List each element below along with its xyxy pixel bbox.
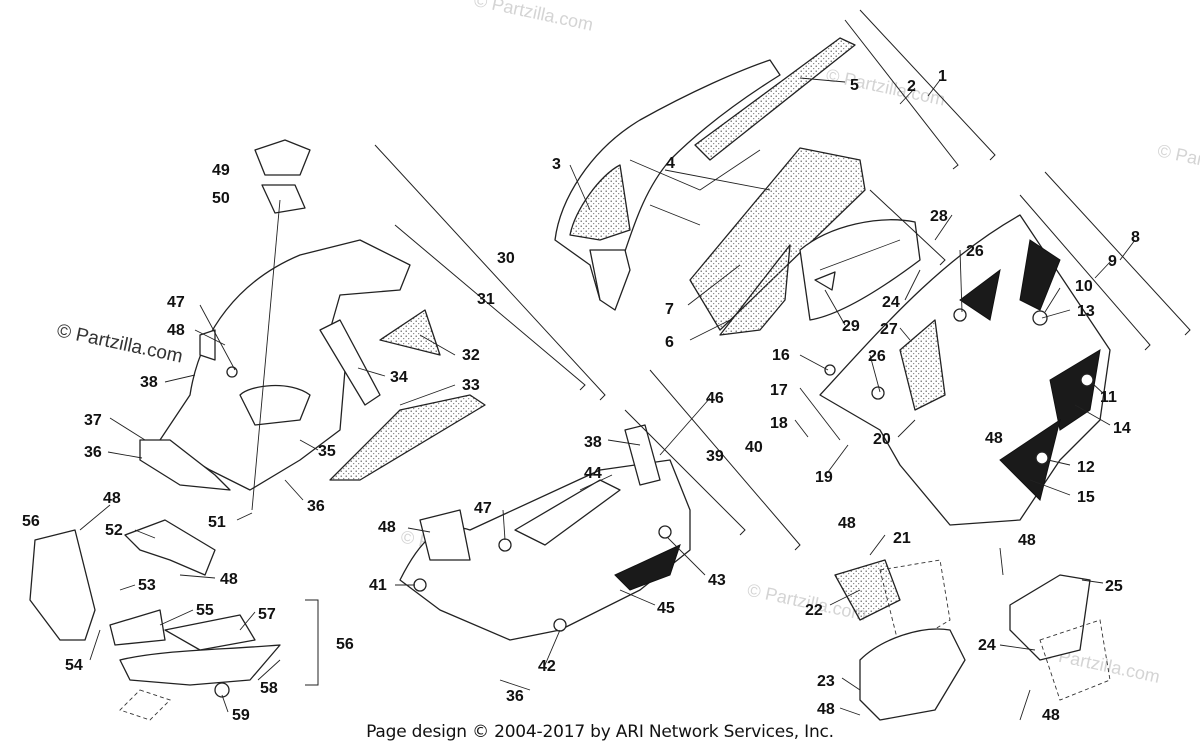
callout-10: 10 bbox=[1075, 278, 1093, 295]
callout-49: 49 bbox=[212, 162, 230, 179]
callout-30: 30 bbox=[497, 250, 515, 267]
callout-2: 2 bbox=[907, 78, 916, 95]
callout-27: 27 bbox=[880, 321, 898, 338]
callout-19: 19 bbox=[815, 469, 833, 486]
callout-37: 37 bbox=[84, 412, 102, 429]
callout-48: 48 bbox=[167, 322, 185, 339]
callout-20: 20 bbox=[873, 431, 891, 448]
callout-11: 11 bbox=[1100, 389, 1117, 406]
callout-24: 24 bbox=[882, 294, 900, 311]
callout-47: 47 bbox=[474, 500, 492, 517]
callout-48: 48 bbox=[103, 490, 121, 507]
callout-9: 9 bbox=[1108, 253, 1117, 270]
hood-assembly bbox=[554, 37, 866, 336]
callout-36: 36 bbox=[84, 444, 102, 461]
lower-left-assembly bbox=[29, 519, 281, 721]
callout-21: 21 bbox=[893, 530, 911, 547]
callout-50: 50 bbox=[212, 190, 230, 207]
callout-22: 22 bbox=[805, 602, 823, 619]
callout-6: 6 bbox=[665, 334, 674, 351]
group-brackets bbox=[305, 9, 1191, 686]
callout-31: 31 bbox=[477, 291, 495, 308]
callout-54: 54 bbox=[65, 657, 83, 674]
callout-47: 47 bbox=[167, 294, 185, 311]
callout-15: 15 bbox=[1077, 489, 1095, 506]
callout-57: 57 bbox=[258, 606, 276, 623]
callout-33: 33 bbox=[462, 377, 480, 394]
callout-29: 29 bbox=[842, 318, 860, 335]
callout-7: 7 bbox=[665, 301, 674, 318]
belly-pan-assembly bbox=[399, 424, 691, 641]
callout-36: 36 bbox=[307, 498, 325, 515]
callout-28: 28 bbox=[930, 208, 948, 225]
callout-34: 34 bbox=[390, 369, 408, 386]
callout-44: 44 bbox=[584, 465, 602, 482]
watermark: © Partzilla.com bbox=[472, 0, 595, 35]
callout-24: 24 bbox=[978, 637, 996, 654]
callout-48: 48 bbox=[985, 430, 1003, 447]
callout-53: 53 bbox=[138, 577, 156, 594]
callout-14: 14 bbox=[1113, 420, 1131, 437]
callout-17: 17 bbox=[770, 382, 788, 399]
callout-46: 46 bbox=[706, 390, 724, 407]
fastener-line bbox=[251, 199, 281, 511]
callout-16: 16 bbox=[772, 347, 790, 364]
callout-48: 48 bbox=[220, 571, 238, 588]
callout-56: 56 bbox=[336, 636, 354, 653]
callout-35: 35 bbox=[318, 443, 336, 460]
callout-26: 26 bbox=[868, 348, 886, 365]
callout-numbers: 1 2 3 4 5 6 7 8 9 10 11 12 13 14 15 16 1… bbox=[22, 68, 1140, 724]
callout-48: 48 bbox=[378, 519, 396, 536]
callout-48: 48 bbox=[817, 701, 835, 718]
callout-18: 18 bbox=[770, 415, 788, 432]
callout-8: 8 bbox=[1131, 229, 1140, 246]
callout-48: 48 bbox=[1018, 532, 1036, 549]
side-panel-assembly bbox=[799, 214, 1111, 526]
callout-52: 52 bbox=[105, 522, 123, 539]
callout-38: 38 bbox=[584, 434, 602, 451]
callout-58: 58 bbox=[260, 680, 278, 697]
callout-48: 48 bbox=[838, 515, 856, 532]
callout-4: 4 bbox=[666, 155, 675, 172]
callout-1: 1 bbox=[938, 68, 947, 85]
callout-23: 23 bbox=[817, 673, 835, 690]
callout-48: 48 bbox=[1042, 707, 1060, 724]
callout-55: 55 bbox=[196, 602, 214, 619]
leader-lines bbox=[79, 77, 1136, 721]
callout-40: 40 bbox=[745, 439, 763, 456]
callout-12: 12 bbox=[1077, 459, 1095, 476]
callout-56: 56 bbox=[22, 513, 40, 530]
callout-51: 51 bbox=[208, 514, 226, 531]
callout-39: 39 bbox=[706, 448, 724, 465]
callout-5: 5 bbox=[850, 77, 859, 94]
callout-26: 26 bbox=[966, 243, 984, 260]
callout-38: 38 bbox=[140, 374, 158, 391]
callout-41: 41 bbox=[369, 577, 387, 594]
callout-59: 59 bbox=[232, 707, 250, 724]
left-console-assembly bbox=[139, 139, 486, 511]
page-footer: Page design © 2004-2017 by ARI Network S… bbox=[366, 722, 834, 742]
callout-25: 25 bbox=[1105, 578, 1123, 595]
watermark-dark: © Partzilla.com bbox=[55, 320, 185, 367]
callout-3: 3 bbox=[552, 156, 561, 173]
watermark: © Partzilla.com bbox=[1156, 140, 1200, 185]
callout-32: 32 bbox=[462, 347, 480, 364]
lower-right-assembly bbox=[834, 559, 1111, 721]
callout-13: 13 bbox=[1077, 303, 1095, 320]
callout-42: 42 bbox=[538, 658, 556, 675]
callout-45: 45 bbox=[657, 600, 675, 617]
callout-36: 36 bbox=[506, 688, 524, 705]
callout-43: 43 bbox=[708, 572, 726, 589]
